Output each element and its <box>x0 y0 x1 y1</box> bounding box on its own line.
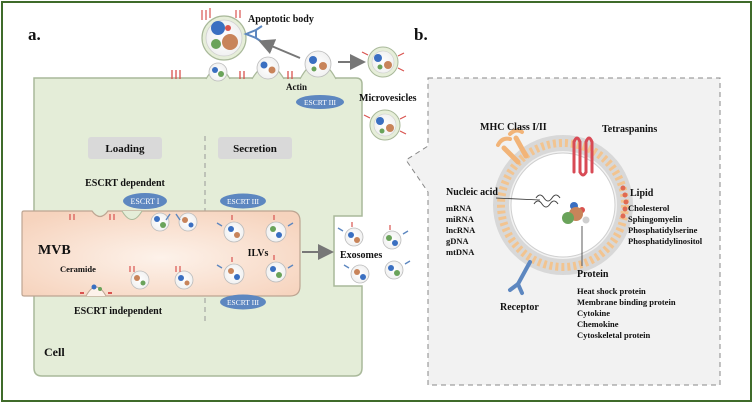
nucleic-acid-leader <box>495 197 541 201</box>
apoptotic-body <box>201 8 263 61</box>
nucleic-acid-item: mRNA <box>446 203 472 213</box>
escrt3-mid-label: ESCRT III <box>227 197 260 206</box>
receptor-molecule <box>508 260 532 295</box>
loading-box <box>88 137 162 159</box>
nucleic-acid-item: gDNA <box>446 236 470 246</box>
loading-label: Loading <box>105 143 145 155</box>
protein-item: Membrane binding protein <box>577 297 676 307</box>
ceramide-budding <box>80 266 194 297</box>
secretion-box <box>218 137 292 159</box>
lipid-item: Cholesterol <box>628 203 670 213</box>
exosomes-label: Exosomes <box>340 250 382 261</box>
panel-b-letter: b. <box>414 25 428 44</box>
lipid-item: Phosphatidylinositol <box>628 236 703 246</box>
protein-item: Heat shock protein <box>577 286 646 296</box>
apoptotic-body-label: Apoptotic body <box>248 14 314 25</box>
secretion-label: Secretion <box>233 143 277 155</box>
lipid-item: Phosphatidylserine <box>628 225 698 235</box>
escrt3-top-label: ESCRT III <box>304 98 337 107</box>
escrt3-top-pill <box>296 95 344 109</box>
budding-vesicles <box>208 50 332 82</box>
mvb-label: MVB <box>38 243 71 258</box>
receptor-label: Receptor <box>500 302 539 313</box>
escrt1-pill <box>123 193 167 209</box>
protein-item: Cytoskeletal protein <box>577 330 651 340</box>
membrane-proteins-top <box>171 70 293 79</box>
mhc-label: MHC Class I/II <box>480 122 547 133</box>
exosome-membrane <box>493 135 633 275</box>
ceramide-label: Ceramide <box>60 264 96 274</box>
nucleic-acid-item: mtDNA <box>446 247 475 257</box>
escrt3-bottom-label: ESCRT III <box>227 298 260 307</box>
lipid-markers <box>620 185 629 219</box>
tetraspanins-label: Tetraspanins <box>602 124 657 135</box>
nucleic-acid-item: lncRNA <box>446 225 476 235</box>
panel-a-letter: a. <box>28 25 41 44</box>
lipid-item: Sphingomyelin <box>628 214 683 224</box>
escrt-independent-label: ESCRT independent <box>74 306 163 317</box>
escrt-dependent-label: ESCRT dependent <box>85 178 165 189</box>
microvesicles <box>361 46 407 141</box>
exosome-cargo <box>533 194 590 224</box>
cell-label: Cell <box>44 345 65 359</box>
escrt3-bottom-pill <box>220 294 266 310</box>
ilv-cluster <box>216 215 294 285</box>
protein-item: Chemokine <box>577 319 619 329</box>
mhc-molecule <box>496 128 529 165</box>
mvb-intraluminal-budding <box>69 210 198 232</box>
tetraspanin-molecule <box>572 136 594 177</box>
escrt3-mid-pill <box>220 193 266 209</box>
microvesicles-label: Microvesicles <box>359 93 417 104</box>
protein-item: Cytokine <box>577 308 610 318</box>
protein-title: Protein <box>577 269 609 280</box>
nucleic-acid-title: Nucleic acid <box>446 187 498 198</box>
exosomes <box>337 222 411 284</box>
ilvs-label: ILVs <box>248 248 269 259</box>
actin-label: Actin <box>286 82 307 92</box>
nucleic-acid-item: miRNA <box>446 214 475 224</box>
lipid-title: Lipid <box>630 188 654 199</box>
escrt1-label: ESCRT I <box>131 197 160 206</box>
arrow-to-apoptotic <box>258 39 301 59</box>
